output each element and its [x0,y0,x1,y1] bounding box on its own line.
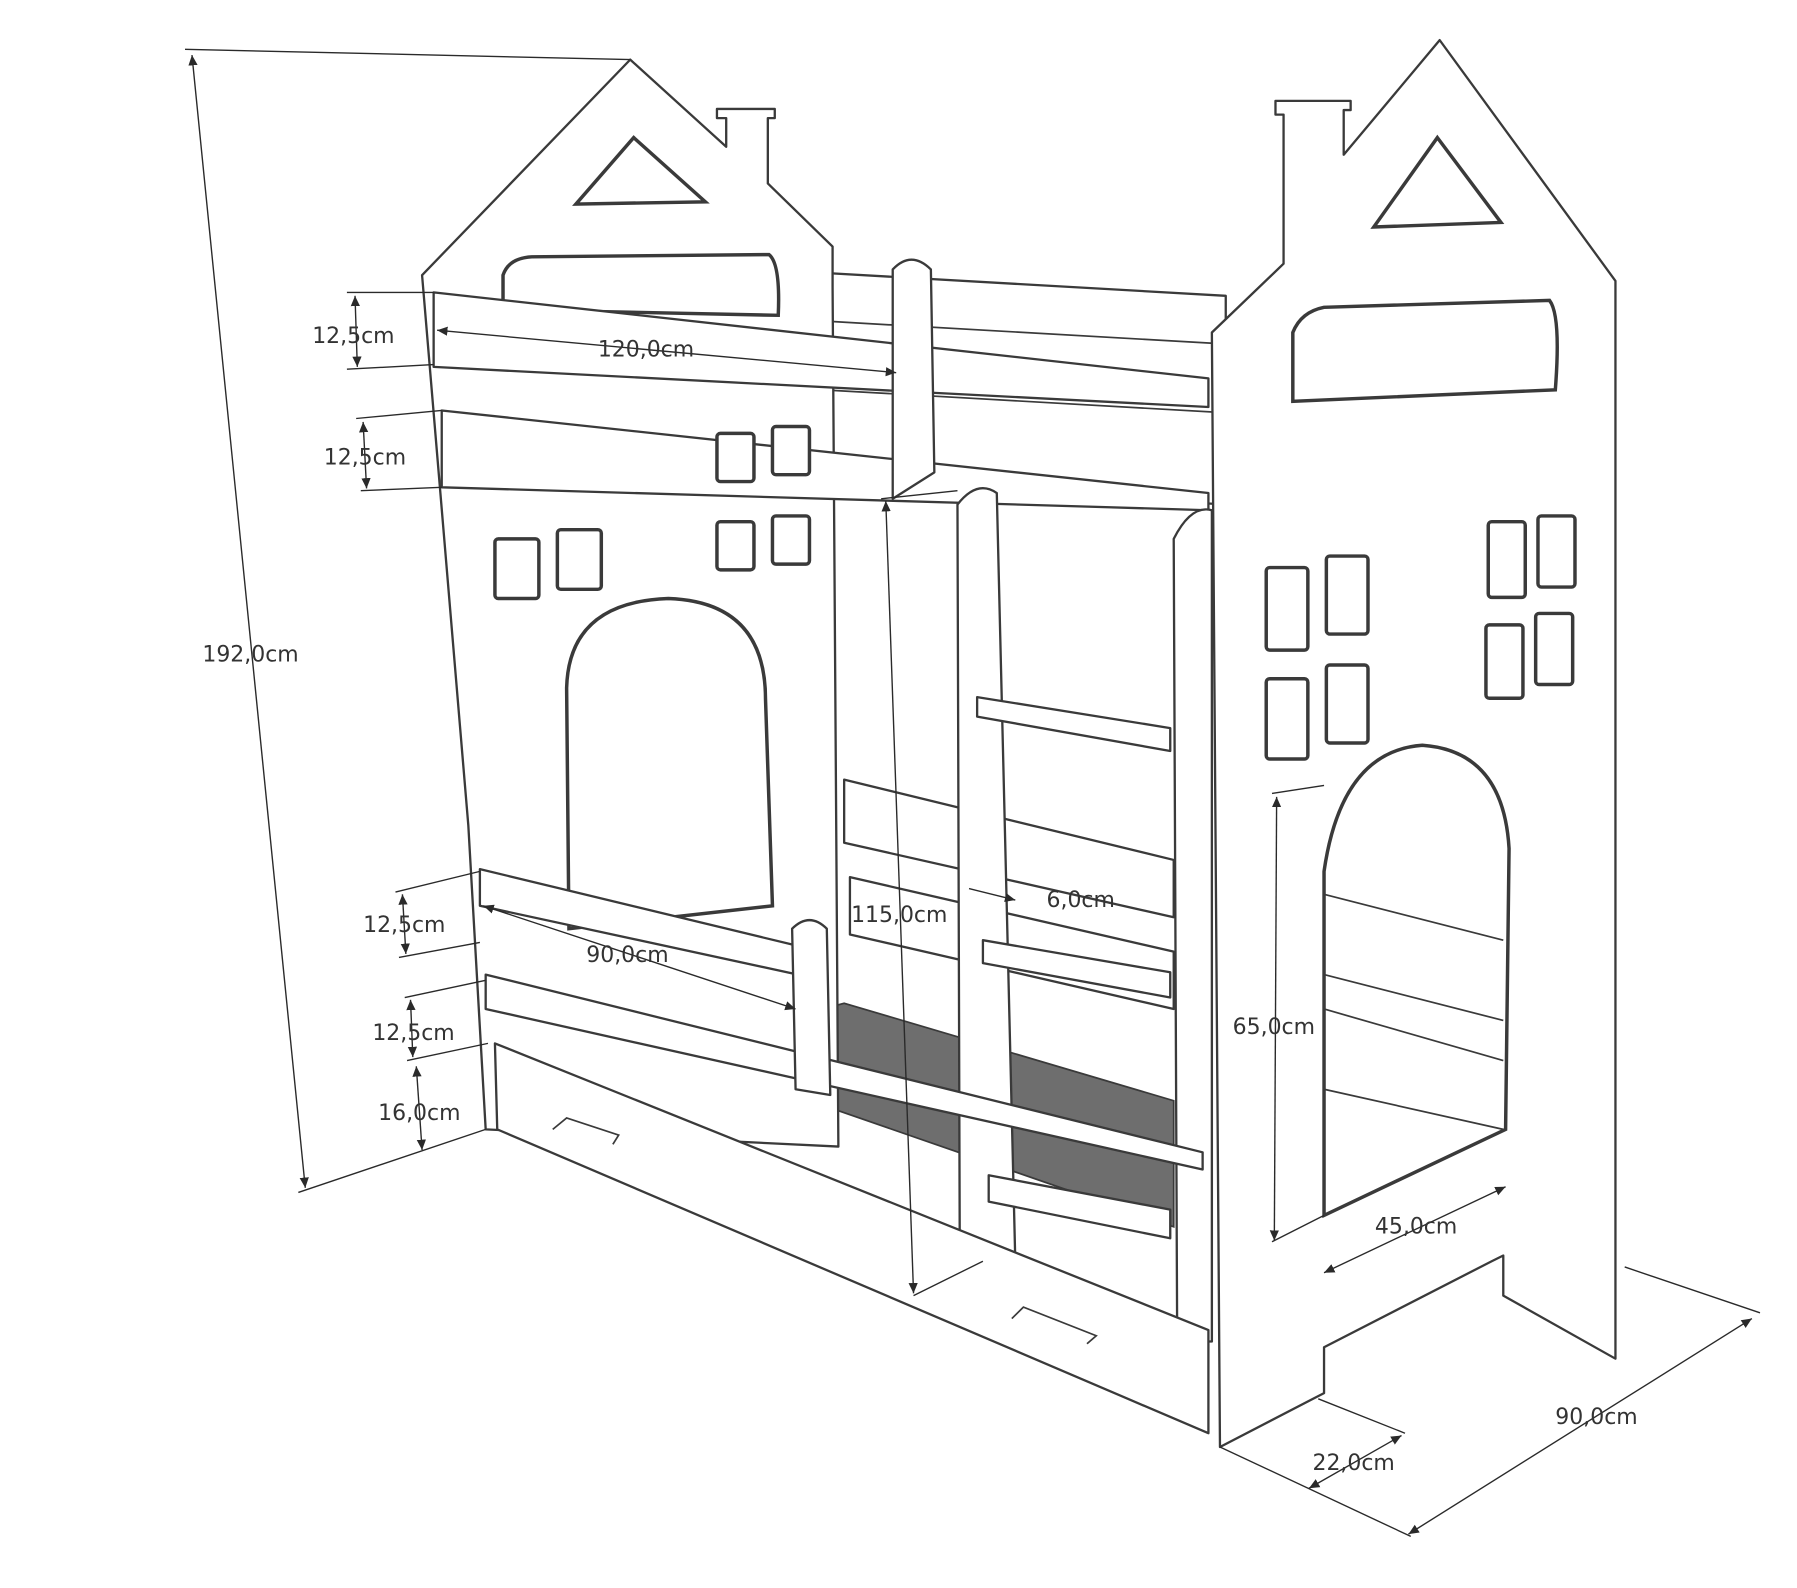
label-ladder-height: 115,0cm [851,903,947,928]
label-ladder-step: 6,0cm [1047,888,1115,913]
label-top-rail-2: 12,5cm [324,445,406,470]
label-bottom-rail-2: 12,5cm [372,1021,454,1046]
label-top-rail-length: 120,0cm [598,338,694,363]
label-depth: 90,0cm [1555,1405,1637,1430]
ladder [956,487,1214,1343]
dimension-labels: 192,0cm 12,5cm 120,0cm 12,5cm 12,5cm 90,… [202,324,1637,1476]
drawer-handle [1011,1306,1098,1345]
label-bottom-rail-length: 90,0cm [586,943,668,968]
label-arch-width: 45,0cm [1375,1215,1457,1240]
label-bottom-rail-1: 12,5cm [363,913,445,938]
ladder-rung [975,695,1172,753]
left-arch-doorway [564,596,775,931]
label-top-rail-1: 12,5cm [312,324,394,349]
ladder-rung [987,1174,1172,1240]
label-drawer-height: 16,0cm [378,1101,460,1126]
label-arch-height: 65,0cm [1233,1015,1315,1040]
upper-rail-post [891,258,936,500]
label-total-height: 192,0cm [202,643,298,668]
left-house-panel [420,58,840,1148]
dimension-lines [185,48,1761,1538]
ladder-rung [981,939,1172,999]
label-foot-depth: 22,0cm [1312,1451,1394,1476]
right-attic-window [1370,134,1505,229]
right-arch-doorway [1322,743,1511,1219]
left-attic-window [572,135,710,206]
right-house-panel [1210,38,1617,1449]
drawer-handle [552,1116,620,1145]
drawer-front [493,1042,1210,1435]
